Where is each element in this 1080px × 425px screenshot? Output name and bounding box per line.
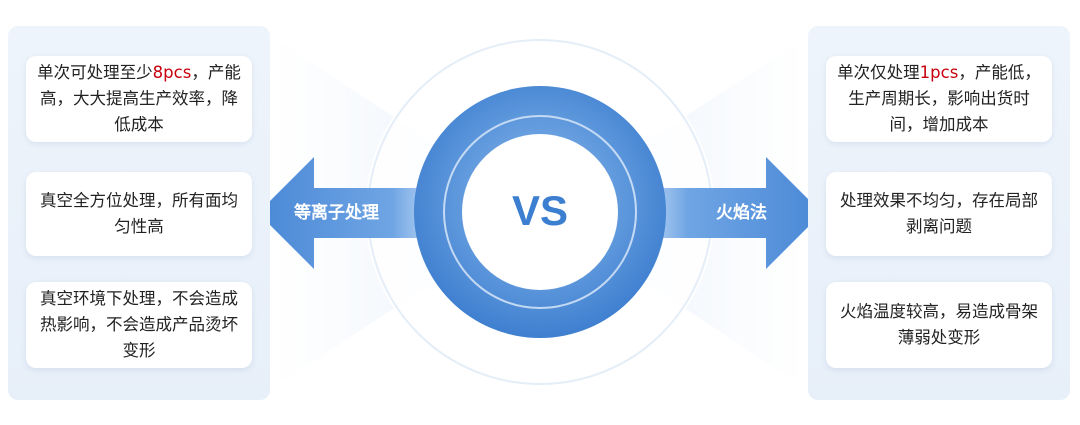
flame-disadvantages-panel: 单次仅处理1pcs，产能低，生产周期长，影响出货时间，增加成本 处理效果不均匀，… — [808, 26, 1070, 400]
left-card-1-text: 单次可处理至少8pcs，产能高，大大提高生产效率，降低成本 — [37, 63, 241, 134]
highlight-value: 8pcs — [152, 63, 192, 82]
left-method-label: 等离子处理 — [294, 203, 379, 223]
right-method-label: 火焰法 — [716, 203, 767, 223]
right-card-1-text: 单次仅处理1pcs，产能低，生产周期长，影响出货时间，增加成本 — [837, 63, 1041, 134]
right-card-2: 处理效果不均匀，存在局部剥离问题 — [826, 172, 1052, 256]
right-card-3: 火焰温度较高，易造成骨架薄弱处变形 — [826, 282, 1052, 368]
right-card-1: 单次仅处理1pcs，产能低，生产周期长，影响出货时间，增加成本 — [826, 56, 1052, 142]
plasma-advantages-panel: 单次可处理至少8pcs，产能高，大大提高生产效率，降低成本 真空全方位处理，所有… — [8, 26, 270, 400]
left-card-1: 单次可处理至少8pcs，产能高，大大提高生产效率，降低成本 — [26, 56, 252, 142]
right-card-2-text: 处理效果不均匀，存在局部剥离问题 — [840, 191, 1038, 236]
left-card-2: 真空全方位处理，所有面均匀性高 — [26, 172, 252, 256]
highlight-value: 1pcs — [919, 63, 959, 82]
right-card-3-text: 火焰温度较高，易造成骨架薄弱处变形 — [840, 302, 1038, 347]
vs-text: VS — [511, 187, 569, 234]
left-card-3-text: 真空环境下处理，不会造成热影响，不会造成产品烫坏变形 — [40, 289, 238, 360]
left-card-2-text: 真空全方位处理，所有面均匀性高 — [40, 191, 238, 236]
left-card-3: 真空环境下处理，不会造成热影响，不会造成产品烫坏变形 — [26, 282, 252, 368]
